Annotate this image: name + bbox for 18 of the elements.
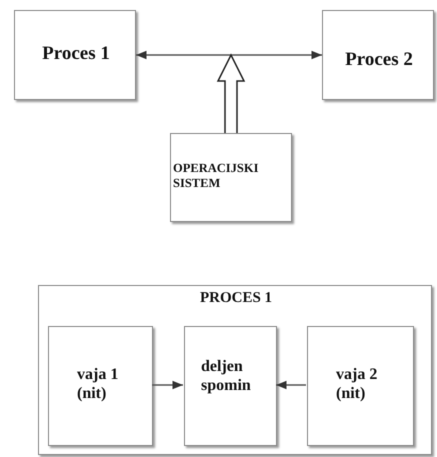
node-label: PROCES 1: [198, 289, 274, 307]
node-label: vaja 2 (nit): [336, 365, 378, 404]
block-arrow: [216, 53, 246, 134]
node-label: Proces 2: [344, 49, 414, 72]
thread-box: [307, 326, 414, 446]
thread-box: [184, 326, 277, 446]
arrow: [276, 380, 306, 390]
arrow: [136, 50, 322, 60]
arrow: [152, 380, 183, 390]
node-label: OPERACIJSKI SISTEM: [173, 161, 260, 191]
process-container: [38, 285, 432, 455]
node-label: Proces 1: [41, 43, 111, 66]
node-label: deljen spomin: [201, 357, 252, 396]
process-box: [14, 10, 136, 100]
process-box: [170, 133, 292, 222]
process-box: [322, 10, 434, 100]
thread-box: [48, 326, 153, 446]
node-label: vaja 1 (nit): [77, 365, 120, 404]
